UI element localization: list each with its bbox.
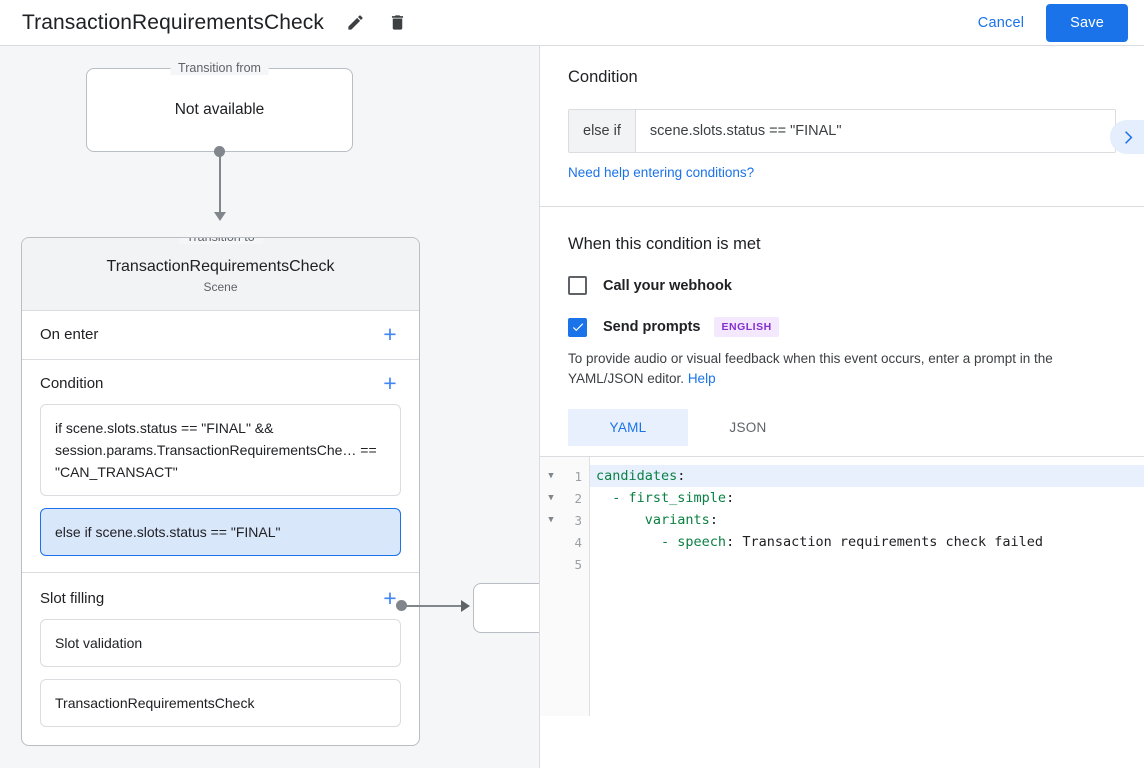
add-condition-button[interactable]: +: [383, 370, 397, 396]
editor-line-number: 2: [574, 490, 582, 506]
webhook-label: Call your webhook: [603, 277, 732, 294]
editor-format-tabs: YAML JSON: [568, 409, 1116, 446]
send-prompts-checkbox[interactable]: [568, 317, 587, 337]
condition-item-selected[interactable]: else if scene.slots.status == "FINAL": [40, 508, 401, 556]
add-slot-filling-button[interactable]: +: [383, 585, 397, 611]
slot-filling-item[interactable]: TransactionRequirementsCheck: [40, 679, 401, 727]
transition-from-value: Not available: [174, 101, 265, 118]
send-prompts-label: Send prompts: [603, 319, 701, 335]
editor-line-number: 1: [574, 468, 582, 484]
section-condition: Condition + if scene.slots.status == "FI…: [22, 360, 419, 573]
condition-expression-input[interactable]: scene.slots.status == "FINAL": [635, 110, 1115, 152]
webhook-checkbox-row[interactable]: Call your webhook: [568, 276, 1116, 295]
fold-arrow-icon[interactable]: ▼: [548, 471, 554, 481]
editor-code-area[interactable]: candidates: - first_simple: variants: - …: [590, 457, 1144, 716]
editor-code-line[interactable]: - speech: Transaction requirements check…: [590, 531, 1144, 553]
transition-to-card[interactable]: Transition to TransactionRequirementsChe…: [21, 237, 420, 746]
yaml-key: candidates: [596, 468, 678, 484]
yaml-key: variants: [644, 512, 710, 528]
chevron-right-icon[interactable]: [1110, 120, 1144, 154]
condition-output-arrow: [461, 599, 470, 612]
pencil-icon[interactable]: [342, 10, 368, 36]
cancel-button[interactable]: Cancel: [966, 7, 1036, 39]
slot-filling-item[interactable]: Slot validation: [40, 619, 401, 667]
transition-target-card[interactable]: [473, 583, 539, 633]
condition-output-line: [401, 605, 463, 607]
editor-gutter-line: ▼1: [540, 465, 589, 487]
app-header: TransactionRequirementsCheck Cancel Save: [0, 0, 1144, 46]
section-header: On enter +: [40, 321, 401, 347]
section-title-on-enter: On enter: [40, 325, 99, 343]
section-on-enter: On enter +: [22, 311, 419, 360]
editor-code-line[interactable]: candidates:: [590, 465, 1144, 487]
section-title-slot-filling: Slot filling: [40, 589, 105, 607]
condition-item[interactable]: if scene.slots.status == "FINAL" && sess…: [40, 404, 401, 496]
header-icon-group: [342, 10, 410, 36]
fold-arrow-icon[interactable]: ▼: [548, 493, 554, 503]
webhook-checkbox[interactable]: [568, 276, 587, 295]
tab-json[interactable]: JSON: [729, 420, 767, 435]
panel-when-met-block: When this condition is met Call your web…: [540, 207, 1144, 446]
send-prompts-checkbox-row[interactable]: Send prompts ENGLISH: [568, 317, 1116, 337]
tab-yaml[interactable]: YAML: [568, 409, 688, 446]
save-button[interactable]: Save: [1046, 3, 1128, 42]
condition-help-link[interactable]: Need help entering conditions?: [568, 165, 755, 180]
transition-from-card[interactable]: Transition from Not available: [86, 61, 353, 152]
condition-input-row[interactable]: else if scene.slots.status == "FINAL": [568, 109, 1116, 153]
editor-gutter-line: 4: [540, 531, 589, 553]
panel-heading-when-met: When this condition is met: [568, 235, 761, 253]
editor-gutter-line: 5: [540, 553, 589, 575]
editor-code-line[interactable]: [590, 553, 1144, 575]
editor-code-line[interactable]: - first_simple:: [590, 487, 1144, 509]
yaml-key: - speech: [661, 534, 727, 550]
condition-prefix-label: else if: [569, 110, 636, 152]
yaml-punctuation: :: [677, 468, 686, 484]
panel-condition-block: Condition else if scene.slots.status == …: [540, 46, 1144, 207]
yaml-punctuation: :: [709, 512, 718, 528]
editor-line-number: 5: [574, 556, 582, 572]
editor-line-number: 3: [574, 512, 582, 528]
scene-name: TransactionRequirementsCheck: [106, 258, 335, 275]
section-header: Slot filling +: [40, 585, 401, 611]
fold-arrow-icon[interactable]: ▼: [548, 515, 554, 525]
transition-from-legend: Transition from: [170, 61, 269, 75]
scene-subtitle: Scene: [203, 280, 238, 294]
prompts-description-text: To provide audio or visual feedback when…: [568, 351, 1053, 386]
section-slot-filling: Slot filling + Slot validation Transacti…: [22, 573, 419, 745]
section-header: Condition +: [40, 370, 401, 396]
trash-icon[interactable]: [384, 10, 410, 36]
panel-heading-condition: Condition: [568, 68, 638, 86]
editor-gutter-line: ▼3: [540, 509, 589, 531]
connector-dot: [214, 146, 225, 157]
details-panel: Condition else if scene.slots.status == …: [540, 46, 1144, 768]
page-title: TransactionRequirementsCheck: [22, 10, 324, 34]
editor-line-number: 4: [574, 534, 582, 550]
section-title-condition: Condition: [40, 374, 104, 392]
language-badge: ENGLISH: [714, 317, 779, 337]
prompts-help-link[interactable]: Help: [687, 371, 716, 386]
yaml-punctuation: :: [726, 490, 735, 506]
yaml-key: - first_simple: [612, 490, 727, 506]
transition-to-legend: Transition to: [178, 238, 263, 244]
connector-line: [219, 152, 221, 214]
flow-canvas[interactable]: Transition from Not available Transition…: [0, 46, 540, 768]
page-body: Transition from Not available Transition…: [0, 46, 1144, 768]
add-on-enter-button[interactable]: +: [383, 321, 397, 347]
connector-arrow-down: [213, 212, 226, 221]
scene-header: TransactionRequirementsCheck Scene: [22, 238, 419, 311]
editor-code-line[interactable]: variants:: [590, 509, 1144, 531]
editor-gutter-line: ▼2: [540, 487, 589, 509]
yaml-punctuation: : Transaction requirements check failed: [726, 534, 1044, 550]
prompts-description: To provide audio or visual feedback when…: [568, 349, 1116, 389]
